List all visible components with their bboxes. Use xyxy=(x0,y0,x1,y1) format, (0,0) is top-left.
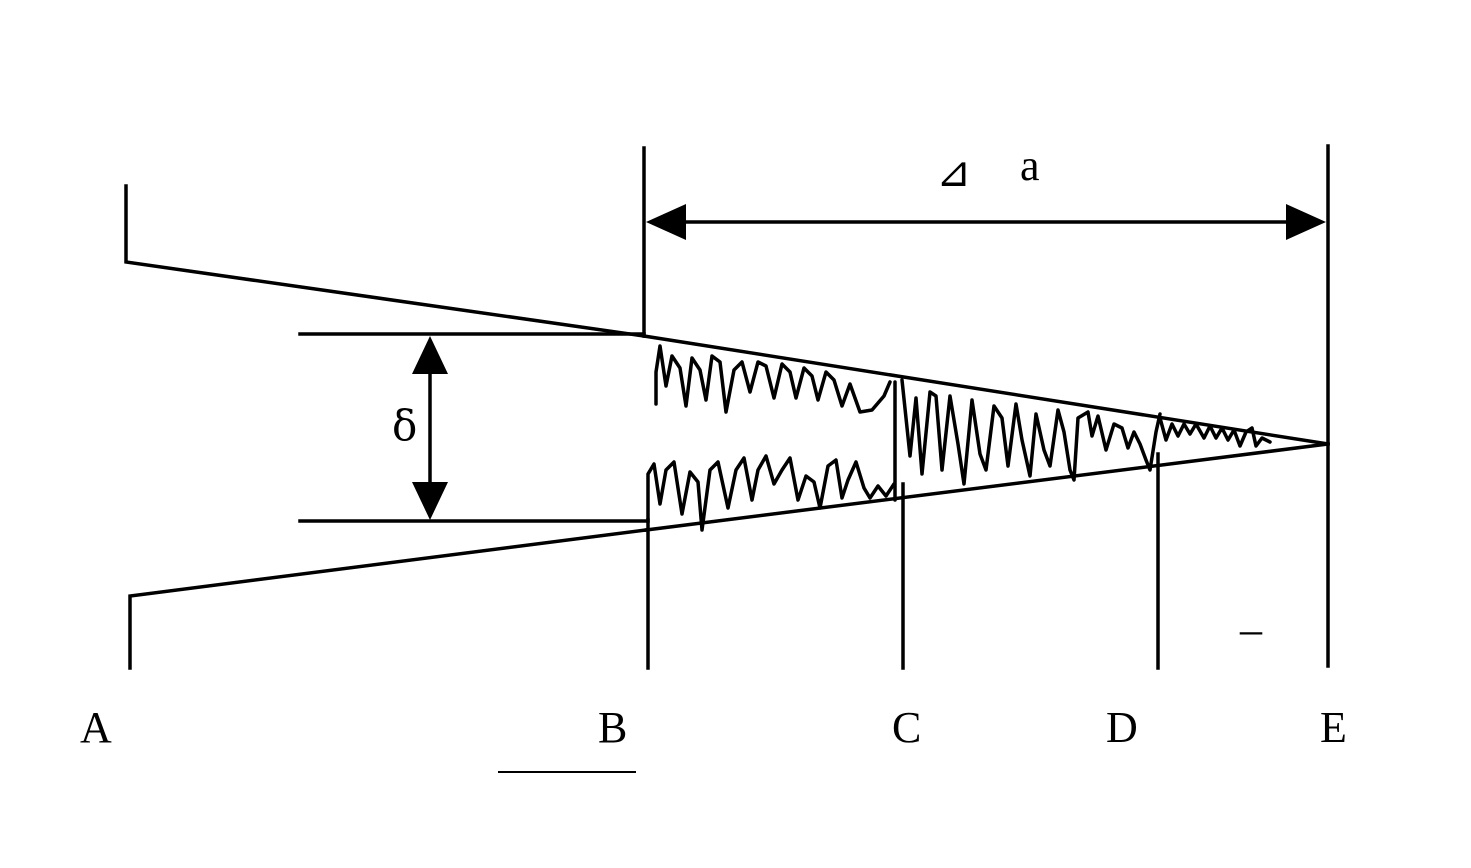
delta-a-prefix: ⊿ xyxy=(936,147,971,196)
contact-profile-de xyxy=(1158,416,1272,448)
lower-wedge-outline xyxy=(128,528,648,670)
label-b: B xyxy=(598,703,627,752)
delta-a-label: ⊿ a xyxy=(936,141,1040,196)
delta-dimension-arrow xyxy=(412,336,448,520)
upper-converging-face xyxy=(641,333,1331,447)
delta-a-variable: a xyxy=(1020,141,1040,190)
label-a: A xyxy=(80,703,112,752)
contact-profile-cd xyxy=(893,378,1162,502)
label-d: D xyxy=(1106,703,1138,752)
label-c: C xyxy=(892,703,921,752)
delta-a-dimension-arrow xyxy=(646,204,1326,240)
label-e: E xyxy=(1320,703,1347,752)
lower-converging-face xyxy=(644,442,1330,532)
delta-symbol: δ xyxy=(392,401,417,450)
upper-wedge-outline xyxy=(124,184,646,338)
upper-roughness-profile-bc xyxy=(654,344,892,414)
lower-roughness-profile-bc xyxy=(646,454,896,532)
minus-sign: – xyxy=(1239,605,1263,654)
